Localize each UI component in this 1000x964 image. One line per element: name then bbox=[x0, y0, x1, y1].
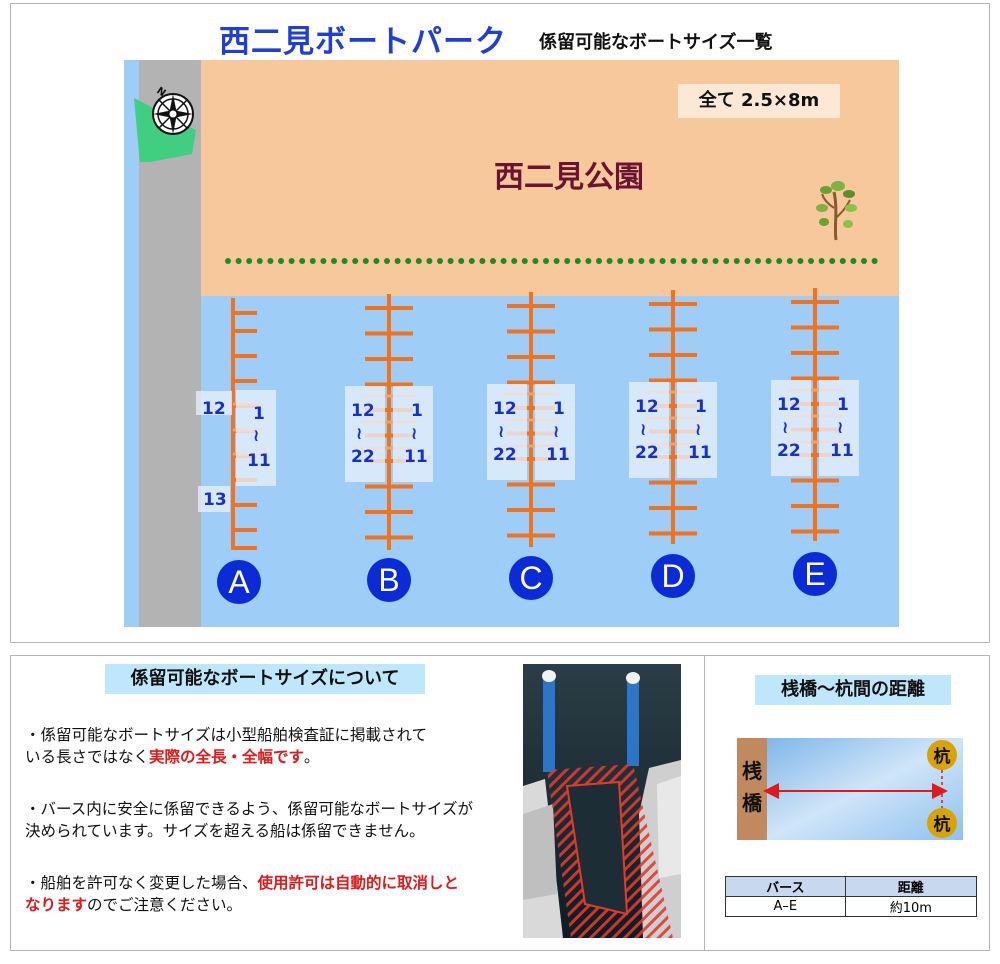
berth-right-wave: ≀ bbox=[553, 424, 559, 441]
table-row: A–E 約10m bbox=[726, 897, 977, 917]
table-header-distance: 距離 bbox=[845, 877, 976, 897]
berth-right-wave: ≀ bbox=[695, 422, 701, 439]
berth-left-top: 12 bbox=[777, 397, 801, 414]
berth-right-top: 1 bbox=[411, 403, 423, 420]
info-p3-highlight-2: なります bbox=[25, 896, 87, 914]
berth-left-wave: ≀ bbox=[640, 422, 646, 439]
info-p3-line1: ・船舶を許可なく変更した場合、使用許可は自動的に取消しと bbox=[25, 872, 459, 894]
berth-left-top: 12 bbox=[493, 401, 517, 418]
piers-diagram bbox=[124, 60, 899, 627]
distance-diagram: 桟 橋 杭 杭 bbox=[737, 738, 963, 840]
pier-label-bottom: 橋 bbox=[742, 791, 763, 815]
distance-panel: 桟橋～杭間の距離 桟 橋 杭 杭 バース 距離 bbox=[704, 655, 990, 951]
table-cell-distance: 約10m bbox=[845, 897, 976, 917]
pier-d-label: D bbox=[651, 554, 695, 598]
berth-left-wave: ≀ bbox=[782, 420, 788, 437]
berth-left-bottom: 22 bbox=[635, 445, 659, 462]
berth-left-top: 12 bbox=[635, 399, 659, 416]
info-panel: 係留可能なボートサイズについて ・係留可能なボートサイズは小型船舶検査証に掲載さ… bbox=[10, 655, 705, 951]
berth-left-bottom: 22 bbox=[777, 443, 801, 460]
pier-b-label: B bbox=[367, 558, 411, 602]
info-p3-highlight-1: 使用許可は自動的に取消しと bbox=[258, 874, 460, 892]
berth-left-wave: ≀ bbox=[498, 424, 504, 441]
berth-a-left-bottom: 13 bbox=[203, 492, 227, 509]
info-paragraph-3: ・船舶を許可なく変更した場合、使用許可は自動的に取消しと なりますのでご注意くだ… bbox=[25, 872, 459, 916]
info-p3-end: のでご注意ください。 bbox=[87, 896, 242, 914]
distance-title: 桟橋～杭間の距離 bbox=[755, 675, 951, 705]
berth-right-bottom: 11 bbox=[546, 447, 570, 464]
info-p3-text: ・船舶を許可なく変更した場合、 bbox=[25, 874, 258, 892]
page-subtitle: 係留可能なボートサイズ一覧 bbox=[539, 28, 772, 54]
table-cell-berth: A–E bbox=[726, 897, 846, 917]
info-paragraph-2: ・バース内に安全に係留できるよう、係留可能なボートサイズが 決められています。サ… bbox=[25, 798, 473, 842]
info-p1-text: いる長さではなく bbox=[25, 748, 149, 766]
berth-right-top: 1 bbox=[553, 401, 565, 418]
distance-table: バース 距離 A–E 約10m bbox=[725, 876, 977, 917]
info-title: 係留可能なボートサイズについて bbox=[105, 664, 425, 694]
info-p1-end: 。 bbox=[304, 748, 320, 766]
table-header-berth: バース bbox=[726, 877, 846, 897]
pier-e-label: E bbox=[793, 552, 837, 596]
info-p2-line2: 決められています。サイズを超える船は係留できません。 bbox=[25, 820, 473, 842]
pile-label-top: 杭 bbox=[934, 746, 951, 767]
berth-photo bbox=[523, 664, 681, 938]
pier-c-label: C bbox=[509, 556, 553, 600]
page-title: 西二見ボートパーク bbox=[219, 16, 507, 61]
info-p2-line1: ・バース内に安全に係留できるよう、係留可能なボートサイズが bbox=[25, 798, 473, 820]
berth-left-bottom: 22 bbox=[493, 447, 517, 464]
berth-right-wave: ≀ bbox=[837, 420, 843, 437]
berth-a-left-top: 12 bbox=[202, 401, 226, 418]
berth-a-right-wave: ≀ bbox=[253, 428, 259, 445]
pier-a-label: A bbox=[217, 560, 261, 604]
berth-a-right-top: 1 bbox=[253, 406, 265, 423]
berth-right-wave: ≀ bbox=[411, 426, 417, 443]
info-p3-line2: なりますのでご注意ください。 bbox=[25, 894, 459, 916]
berth-left-bottom: 22 bbox=[351, 449, 375, 466]
berth-left-wave: ≀ bbox=[356, 426, 362, 443]
berth-right-bottom: 11 bbox=[688, 445, 712, 462]
berth-right-top: 1 bbox=[837, 397, 849, 414]
berth-right-bottom: 11 bbox=[830, 443, 854, 460]
info-p1-line2: いる長さではなく実際の全長・全幅です。 bbox=[25, 746, 427, 768]
pier-label-top: 桟 bbox=[742, 759, 762, 783]
berth-right-top: 1 bbox=[695, 399, 707, 416]
berth-left-top: 12 bbox=[351, 403, 375, 420]
berth-right-bottom: 11 bbox=[404, 449, 428, 466]
info-paragraph-1: ・係留可能なボートサイズは小型船舶検査証に掲載されて いる長さではなく実際の全長… bbox=[25, 724, 427, 768]
pile-label-bottom: 杭 bbox=[934, 814, 951, 835]
info-p1-line1: ・係留可能なボートサイズは小型船舶検査証に掲載されて bbox=[25, 724, 427, 746]
berth-a-right-bottom: 11 bbox=[247, 453, 271, 470]
info-p1-highlight: 実際の全長・全幅です bbox=[149, 748, 304, 766]
